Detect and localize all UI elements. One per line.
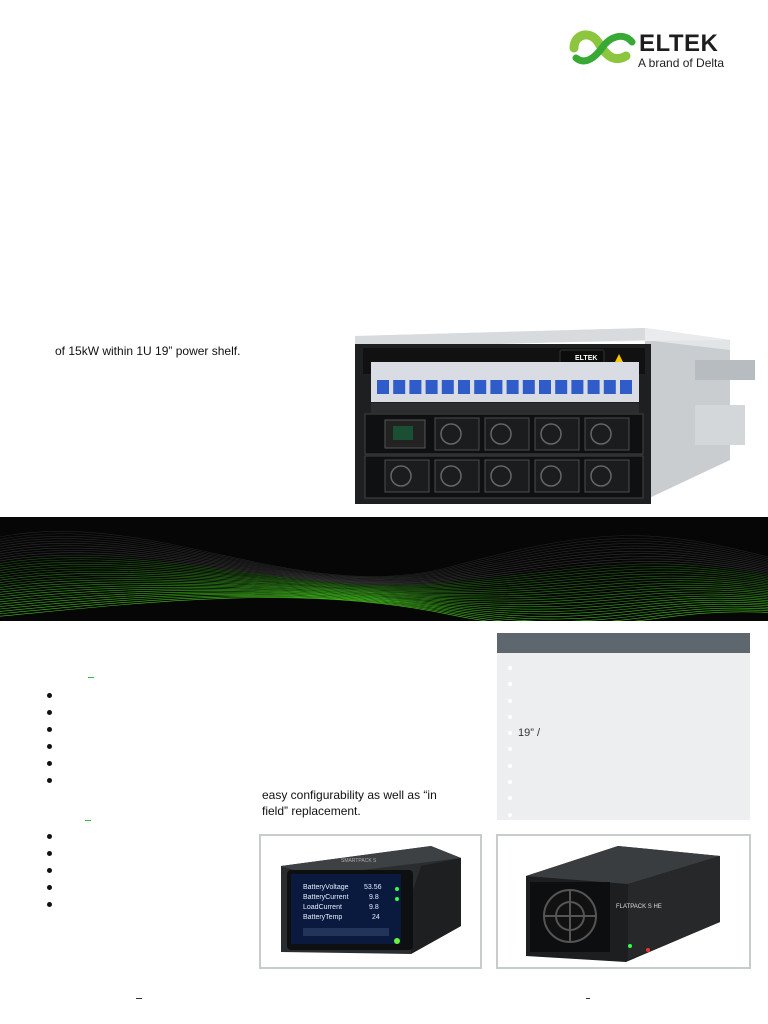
controller-photo: SMARTPACK S BatteryVoltage 53.56 Battery… <box>259 834 482 969</box>
wave-line <box>0 591 768 615</box>
fan-icon <box>490 423 512 445</box>
fan-icon <box>590 465 612 487</box>
breaker-switch <box>393 380 406 394</box>
lcd-value: 9.8 <box>369 904 379 911</box>
breaker-switch <box>522 380 535 394</box>
breaker-switch <box>458 380 470 394</box>
wave-line <box>0 575 768 595</box>
fan-icon <box>390 465 412 487</box>
wave-line <box>0 594 768 620</box>
breaker-switch <box>425 380 438 394</box>
breaker-switch <box>377 380 389 394</box>
rectifier-module <box>484 459 530 493</box>
breaker-switch <box>506 380 519 394</box>
rectifier-brand: FLATPACK S HE <box>616 904 662 910</box>
wave-line <box>0 542 768 581</box>
wave-line <box>0 550 768 584</box>
wave-line <box>0 561 768 588</box>
rectifier-module <box>584 459 630 493</box>
controller-brand: SMARTPACK S <box>341 858 377 864</box>
fan-icon <box>440 423 462 445</box>
wave-line <box>0 552 768 585</box>
spec-header <box>497 633 750 653</box>
footer-mark <box>586 998 590 999</box>
wave-line <box>0 570 768 592</box>
wave-line <box>0 530 768 577</box>
wave-line <box>0 583 768 603</box>
wave-line <box>0 585 768 605</box>
brand-tagline: A brand of Delta <box>638 56 725 70</box>
spec-box: 19” / <box>497 633 750 820</box>
lcd-value: 24 <box>372 914 380 921</box>
rectifier-photo: FLATPACK S HE <box>496 834 751 969</box>
wave-line <box>0 535 768 579</box>
wave-line <box>0 581 768 601</box>
lcd-label: BatteryCurrent <box>303 894 349 901</box>
wave-line <box>0 545 768 582</box>
lcd-value: 53.56 <box>364 884 382 891</box>
rectifier-module <box>534 459 580 493</box>
wave-line <box>0 538 768 580</box>
rack-badge-text: ELTEK <box>575 355 597 362</box>
green-wave-banner <box>0 517 768 621</box>
lcd-label: BatteryVoltage <box>303 884 349 891</box>
fan-icon <box>590 423 612 445</box>
wave-line <box>0 559 768 587</box>
body-text: easy configurability as well as “in fiel… <box>262 787 472 819</box>
lcd-label: BatteryTemp <box>303 914 342 921</box>
breaker-switch <box>571 380 584 394</box>
breaker-switch <box>603 380 616 394</box>
wave-line <box>0 577 768 597</box>
intro-text: of 15kW within 1U 19” power shelf. <box>55 344 241 358</box>
breaker-switch <box>620 380 632 394</box>
brand-name: ELTEK <box>639 30 719 57</box>
rectifier-module <box>584 417 630 451</box>
wave-line <box>0 590 768 612</box>
section-marker <box>88 677 94 678</box>
power-rack-image: ELTEK <box>355 310 765 510</box>
breaker-switch <box>409 380 422 394</box>
eltek-logo: ELTEK A brand of Delta <box>568 26 738 74</box>
wave-line <box>0 588 768 610</box>
fan-icon <box>440 465 462 487</box>
wave-line <box>0 557 768 586</box>
rectifier-module <box>534 417 580 451</box>
rectifier-module <box>434 459 480 493</box>
rectifier-module <box>434 417 480 451</box>
breaker-switch <box>539 380 551 394</box>
breaker-switch <box>490 380 503 394</box>
fan-icon <box>540 423 562 445</box>
fan-icon <box>490 465 512 487</box>
wave-line <box>0 540 768 580</box>
body-text-line: field” replacement. <box>262 804 361 818</box>
wave-line <box>0 564 768 589</box>
wave-line <box>0 595 768 621</box>
wave-line <box>0 568 768 591</box>
wave-line <box>0 597 768 621</box>
fan-icon <box>540 465 562 487</box>
lcd-label: LoadCurrent <box>303 904 342 911</box>
eltek-logo-icon <box>569 30 636 65</box>
wave-line <box>0 587 768 608</box>
wave-line <box>0 573 768 594</box>
breaker-switch <box>474 380 487 394</box>
lcd-value: 9.8 <box>369 894 379 901</box>
wave-line <box>0 554 768 586</box>
footer-mark <box>136 998 142 999</box>
wave-line <box>0 596 768 621</box>
body-text-line: easy configurability as well as “in <box>262 788 437 802</box>
breaker-switch <box>587 380 600 394</box>
rectifier-module <box>484 417 530 451</box>
green-wave-graphic <box>0 530 768 621</box>
wave-line <box>0 566 768 590</box>
breaker-switch <box>441 380 454 394</box>
wave-line <box>0 547 768 583</box>
wave-line <box>0 592 768 617</box>
wave-line <box>0 579 768 599</box>
rectifier-module <box>384 459 430 493</box>
breaker-switch <box>555 380 568 394</box>
wave-line <box>0 533 768 578</box>
section-marker <box>85 820 91 821</box>
